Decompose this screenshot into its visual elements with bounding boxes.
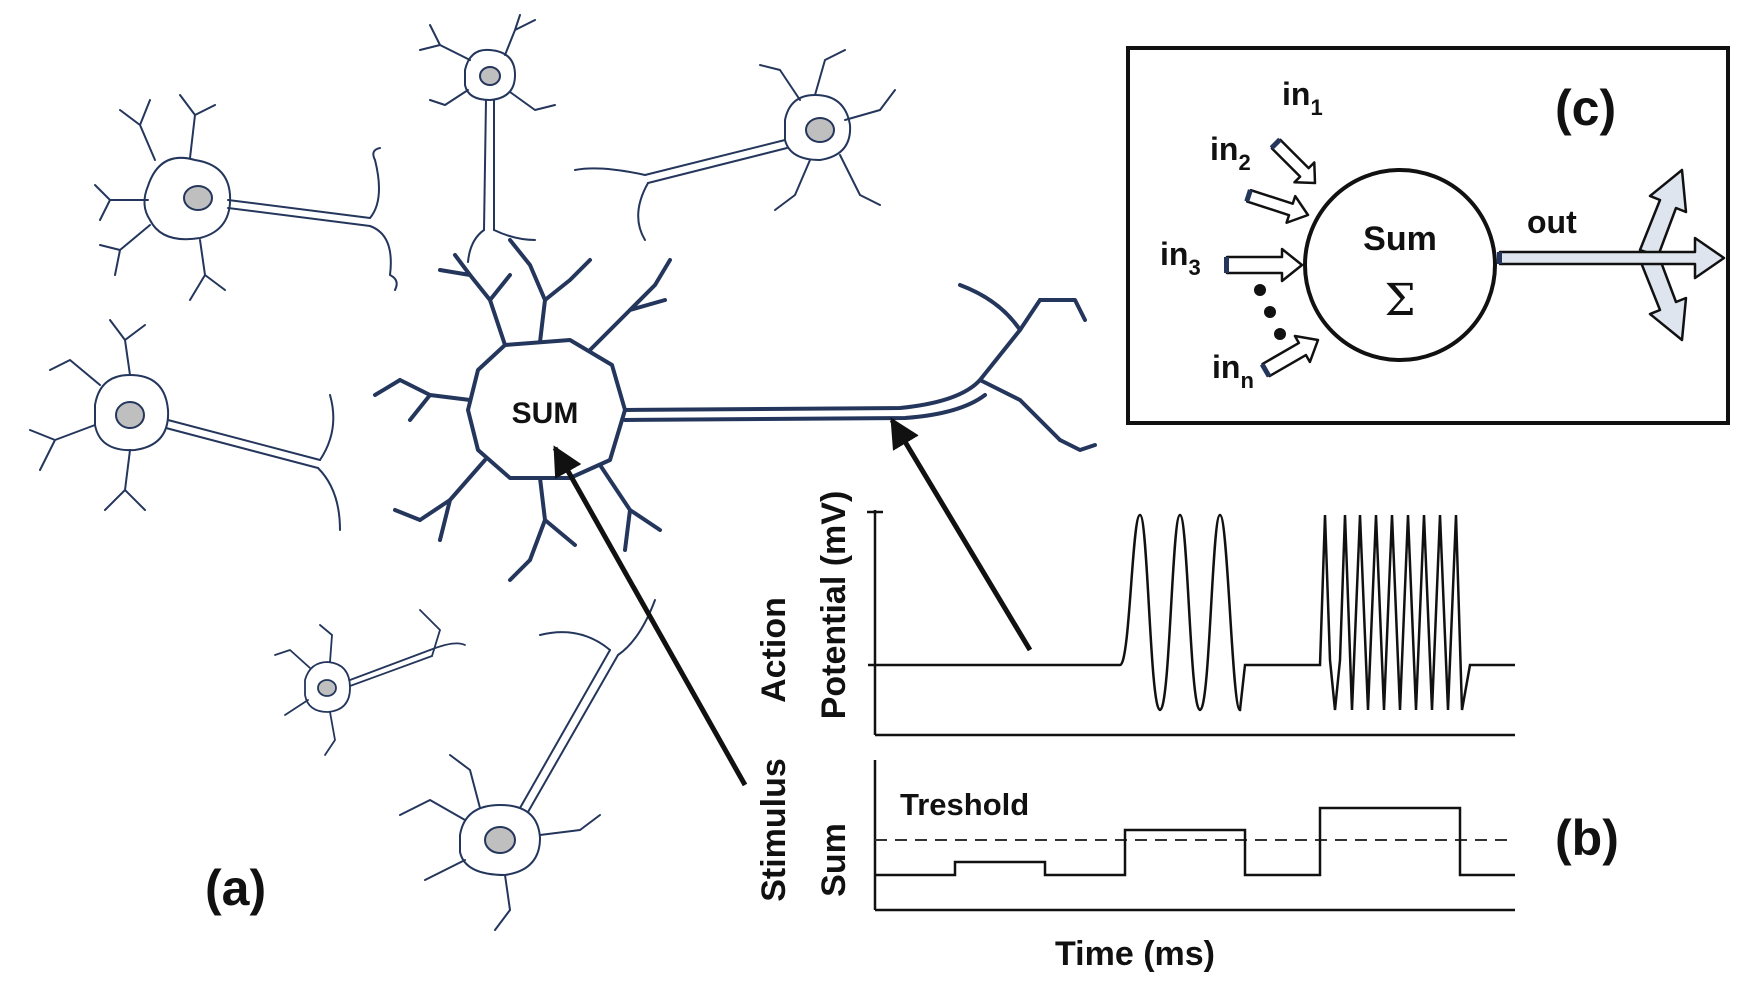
- output-arrow-up: [1638, 168, 1688, 258]
- arrow-to-soma: [552, 445, 748, 787]
- input-arrow-2: [1244, 188, 1310, 225]
- input-label-3: in3: [1160, 236, 1201, 280]
- panel-b: Treshold Action Potential (mV) Stimulus …: [755, 491, 1619, 973]
- presynaptic-neuron-2: [419, 14, 556, 263]
- action-potential-trace: [868, 513, 1515, 712]
- input-label-n: inn: [1212, 349, 1254, 393]
- panel-c: (c) Sum Σ in1 in2 in3 inn out: [1126, 46, 1730, 425]
- input-label-2: in2: [1210, 131, 1251, 175]
- input-label-1: in1: [1282, 76, 1323, 120]
- presynaptic-neuron-5: [274, 609, 466, 756]
- time-axis-label: Time (ms): [1055, 935, 1215, 973]
- presynaptic-neuron-6: [399, 599, 656, 931]
- ap-axis-label-line-2: Potential (mV): [815, 491, 853, 720]
- input-arrow-n: [1259, 334, 1320, 378]
- stimulus-sum-trace: [875, 806, 1515, 877]
- central-soma: [466, 338, 627, 480]
- input-arrows: [1224, 137, 1320, 378]
- sigma-symbol: Σ: [1384, 275, 1415, 326]
- ap-axis-label-line-1: Action: [755, 597, 793, 703]
- stim-axis-label: Stimulus Sum: [755, 758, 853, 902]
- presynaptic-neuron-4: [29, 319, 341, 531]
- sum-node: [1303, 168, 1497, 362]
- presynaptic-neuron-3: [574, 49, 896, 241]
- output-arrow-main: [1498, 236, 1726, 280]
- panel-c-label: (c): [1555, 80, 1616, 136]
- neuron-illustration: SUM: [29, 14, 1097, 931]
- output-arrows: [1497, 168, 1726, 342]
- central-neuron: [373, 238, 1097, 582]
- threshold-label: Treshold: [900, 787, 1029, 822]
- input-arrow-1: [1269, 137, 1317, 185]
- output-label: out: [1527, 204, 1577, 240]
- presynaptic-neuron-1: [94, 94, 398, 301]
- soma-label: SUM: [512, 397, 579, 430]
- ap-axis-label: Action Potential (mV): [755, 491, 853, 720]
- stim-axis-label-line-1: Stimulus: [755, 758, 793, 902]
- input-arrow-3: [1224, 247, 1304, 283]
- stim-axis-label-line-2: Sum: [815, 823, 853, 897]
- panel-a-label: (a): [205, 860, 266, 916]
- sum-node-label: Sum: [1363, 220, 1437, 258]
- arrow-to-axon: [889, 417, 1033, 652]
- ellipsis-dots: [1254, 284, 1286, 340]
- panel-b-label: (b): [1555, 810, 1619, 866]
